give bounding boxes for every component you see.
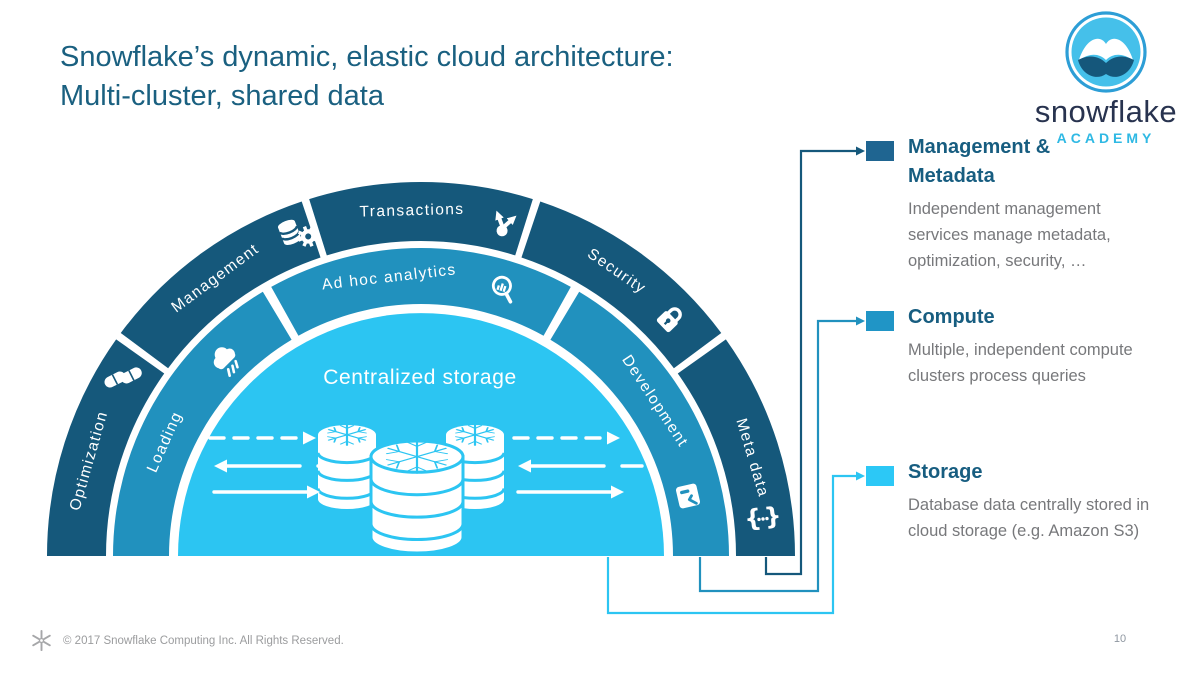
- curly-braces-icon: {}: [743, 503, 783, 535]
- copyright-text: © 2017 Snowflake Computing Inc. All Righ…: [63, 634, 344, 647]
- segment-management: [120, 201, 321, 369]
- centralized-storage-graphic: [208, 423, 644, 555]
- legend-title: Storage: [908, 461, 983, 483]
- label-transactions: Transactions: [359, 201, 464, 221]
- legend-description: Independent management services manage m…: [908, 200, 1111, 270]
- inner-storage-dome: [178, 313, 664, 556]
- footer: © 2017 Snowflake Computing Inc. All Righ…: [30, 629, 344, 652]
- snowflake-icon: [32, 629, 51, 652]
- legend-item-compute: Compute Multiple, independent compute cl…: [866, 303, 1196, 389]
- magnifier-chart-icon: [491, 275, 513, 304]
- legend-title: Compute: [908, 306, 995, 328]
- connector-management-metadata: [764, 146, 865, 576]
- ring-segments: [47, 182, 795, 556]
- logo-subtitle: ACADEMY: [1056, 130, 1156, 146]
- segment-optimization: [47, 339, 165, 556]
- slide-title-line1: Snowflake’s dynamic, elastic cloud archi…: [60, 41, 674, 73]
- legend-item-storage: Storage Database data centrally stored i…: [866, 458, 1196, 544]
- snowflake-academy-logo: snowflake ACADEMY: [1020, 10, 1192, 146]
- svg-text:}: }: [743, 505, 763, 535]
- academy-book-icon: [1065, 11, 1147, 93]
- page-number: 10: [1113, 633, 1127, 645]
- checklist-icon: [675, 483, 701, 509]
- slide-title: Snowflake’s dynamic, elastic cloud archi…: [60, 38, 780, 116]
- segment-ad-hoc-analytics: [271, 247, 571, 336]
- slide-title-line2: Multi-cluster, shared data: [60, 80, 384, 112]
- legend-swatch-storage: [866, 466, 894, 486]
- legend-description: Multiple, independent compute clusters p…: [908, 341, 1133, 385]
- branch-arrows-icon: [495, 210, 517, 237]
- segment-icons: {}: [104, 210, 783, 535]
- logo-wordmark: snowflake: [1034, 94, 1178, 129]
- connector-storage: [606, 471, 865, 615]
- label-centralized-storage: Centralized storage: [323, 366, 517, 389]
- segment-transactions: [309, 182, 533, 256]
- database-gear-icon: [277, 219, 319, 247]
- legend-swatch-compute: [866, 311, 894, 331]
- cloud-upload-icon: [213, 347, 239, 377]
- legend-title: Management & Metadata: [908, 136, 1051, 187]
- pills-icon: [104, 367, 142, 388]
- legend-swatch-management-metadata: [866, 141, 894, 161]
- svg-text:{: {: [763, 503, 783, 533]
- segment-loading: [113, 291, 292, 556]
- connector-compute: [698, 316, 865, 593]
- legend-item-management-metadata: Management & Metadata Independent manage…: [866, 133, 1196, 274]
- segment-meta-data: [677, 339, 795, 556]
- legend-description: Database data centrally stored in cloud …: [908, 496, 1150, 540]
- padlock-icon: [656, 307, 682, 333]
